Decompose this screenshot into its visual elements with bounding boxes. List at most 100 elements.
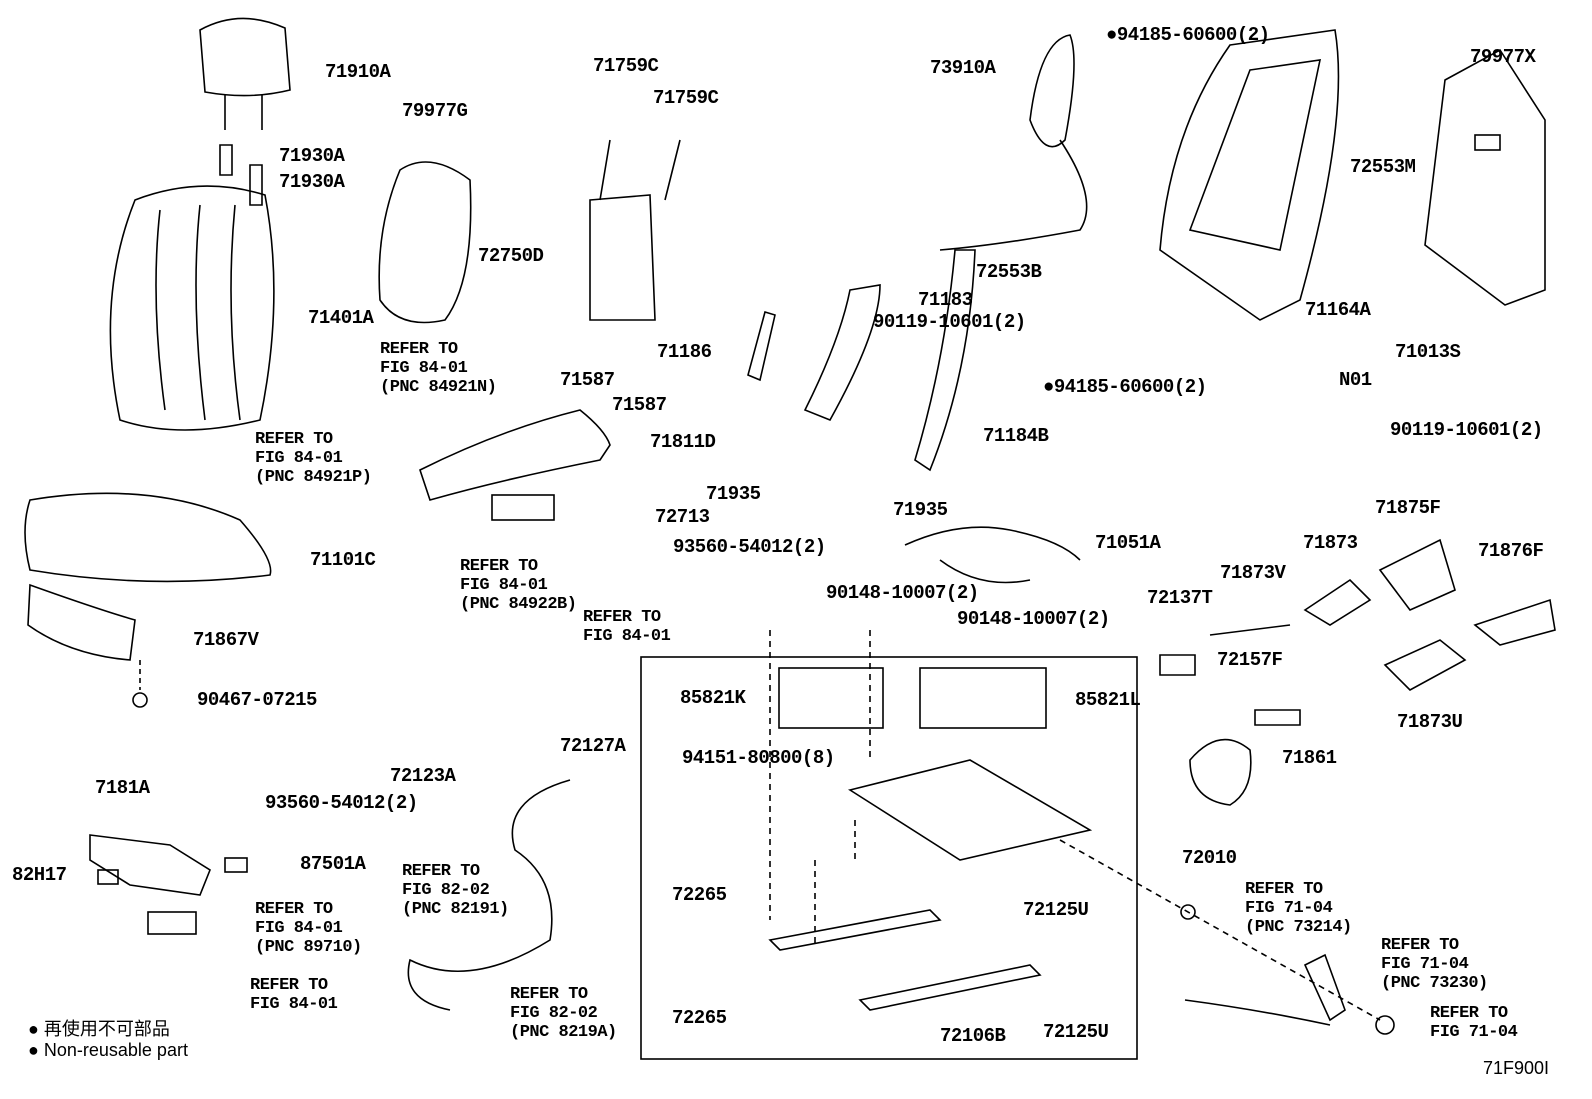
part-number-label: 71587: [612, 394, 667, 416]
part-number-label: 71930A: [279, 145, 345, 167]
part-number-label: 71935: [893, 499, 948, 521]
side-airbag: [1029, 34, 1075, 148]
connector-87501a: [224, 857, 248, 873]
part-number-label: 72125U: [1023, 899, 1089, 921]
reference-label: REFER TO FIG 71-04 (PNC 73230): [1381, 936, 1488, 993]
part-number-label: 71910A: [325, 61, 391, 83]
part-number-label: 72713: [655, 506, 710, 528]
part-number-label: 7181A: [95, 777, 150, 799]
reference-label: REFER TO FIG 84-01 (PNC 89710): [255, 900, 362, 957]
part-number-label: 72265: [672, 884, 727, 906]
part-number-label: 71873: [1303, 532, 1358, 554]
cover-72157f: [1254, 709, 1301, 726]
part-number-label: ●94185-60600(2): [1043, 376, 1207, 398]
reference-label: REFER TO FIG 84-01 (PNC 84922B): [460, 557, 577, 614]
part-number-label: 90148-10007(2): [826, 582, 979, 604]
part-number-label: 71759C: [593, 55, 659, 77]
guide-2: [249, 164, 263, 206]
part-number-label: 71876F: [1478, 540, 1544, 562]
connector-82h17: [97, 869, 119, 885]
ecu-89710: [147, 911, 197, 935]
part-number-label: 82H17: [12, 864, 67, 886]
reference-label: REFER TO FIG 82-02 (PNC 82191): [402, 862, 509, 919]
part-number-label: 72750D: [478, 245, 544, 267]
part-number-label: 73910A: [930, 57, 996, 79]
part-number-label: 72553M: [1350, 156, 1416, 178]
part-number-label: 71867V: [193, 629, 259, 651]
part-number-label: 71184B: [983, 425, 1049, 447]
part-number-label: 71930A: [279, 171, 345, 193]
guide-1: [219, 144, 233, 176]
reference-label: REFER TO FIG 71-04 (PNC 73214): [1245, 880, 1352, 937]
part-number-label: 90467-07215: [197, 689, 317, 711]
part-number-label: 72106B: [940, 1025, 1006, 1047]
part-number-label: 72137T: [1147, 587, 1213, 609]
part-number-label: 72157F: [1217, 649, 1283, 671]
part-number-label: 71401A: [308, 307, 374, 329]
part-number-label: 85821L: [1075, 689, 1141, 711]
seat-rail-upper: [768, 909, 942, 951]
part-number-label: 72125U: [1043, 1021, 1109, 1043]
part-number-label: 71164A: [1305, 299, 1371, 321]
part-number-label: 90148-10007(2): [957, 608, 1110, 630]
pad: [378, 161, 472, 324]
seat-rail-lower: [858, 964, 1042, 1011]
clip: [132, 692, 148, 708]
seat-adjuster-box: [640, 656, 1138, 1060]
part-number-label: 71873U: [1397, 711, 1463, 733]
motor-box-l: [919, 667, 1047, 729]
switch-module: [491, 494, 555, 521]
part-number-label: 72265: [672, 1007, 727, 1029]
reference-label: REFER TO FIG 84-01: [250, 976, 338, 1014]
side-shield: [419, 409, 611, 501]
seat-cushion-front: [27, 583, 136, 661]
recliner-cover-inner: [803, 284, 881, 422]
wire-harness: [407, 779, 571, 1011]
motor-box-k: [778, 667, 884, 729]
part-number-label: ●94185-60600(2): [1106, 24, 1270, 46]
seatback-cover: [109, 185, 275, 431]
seatback-frame: [1159, 29, 1340, 321]
seat-belt-buckle: [1303, 953, 1346, 1022]
part-number-label: 94151-80800(8): [682, 747, 835, 769]
cover-71876f: [1473, 598, 1556, 646]
part-number-label: 71587: [560, 369, 615, 391]
legend-non-reusable: ● Non-reusable part: [28, 1040, 188, 1060]
part-number-label: 71875F: [1375, 497, 1441, 519]
seat-wire: [904, 526, 1081, 584]
reference-label: REFER TO FIG 84-01 (PNC 84921N): [380, 340, 497, 397]
part-number-label: 90119-10601(2): [873, 311, 1026, 333]
part-number-label: 93560-54012(2): [265, 792, 418, 814]
seat-cushion-cover: [24, 492, 272, 583]
part-number-label: 72123A: [390, 765, 456, 787]
part-number-label: 72127A: [560, 735, 626, 757]
part-number-label: 93560-54012(2): [673, 536, 826, 558]
power-seat-switch: [89, 834, 211, 896]
part-number-label: 71101C: [310, 549, 376, 571]
part-number-label: 87501A: [300, 853, 366, 875]
clip-73214: [1180, 904, 1196, 920]
part-number-label: 90119-10601(2): [1390, 419, 1543, 441]
legend-japanese: ● 再使用不可部品: [28, 1019, 170, 1039]
cover-71873: [1303, 578, 1372, 626]
cover-71873u: [1383, 639, 1467, 691]
part-number-label: 71873V: [1220, 562, 1286, 584]
part-number-label: 71186: [657, 341, 712, 363]
reference-label: REFER TO FIG 84-01: [583, 608, 671, 646]
part-number-label: N01: [1339, 369, 1372, 391]
part-number-label: 71861: [1282, 747, 1337, 769]
part-number-label: 79977G: [402, 100, 468, 122]
bar-71873v: [1209, 624, 1291, 636]
part-number-label: 71183: [918, 289, 973, 311]
part-number-label: 71759C: [653, 87, 719, 109]
bracket-71186: [747, 310, 776, 382]
part-number-label: 71935: [706, 483, 761, 505]
bracket-72137t: [1159, 654, 1196, 676]
recliner-cover-outer: [914, 249, 976, 472]
part-number-label: 72010: [1182, 847, 1237, 869]
reference-label: REFER TO FIG 82-02 (PNC 8219A): [510, 985, 617, 1042]
part-number-label: 71811D: [650, 431, 716, 453]
cover-71875f: [1378, 538, 1456, 611]
reference-label: REFER TO FIG 84-01 (PNC 84921P): [255, 430, 372, 487]
